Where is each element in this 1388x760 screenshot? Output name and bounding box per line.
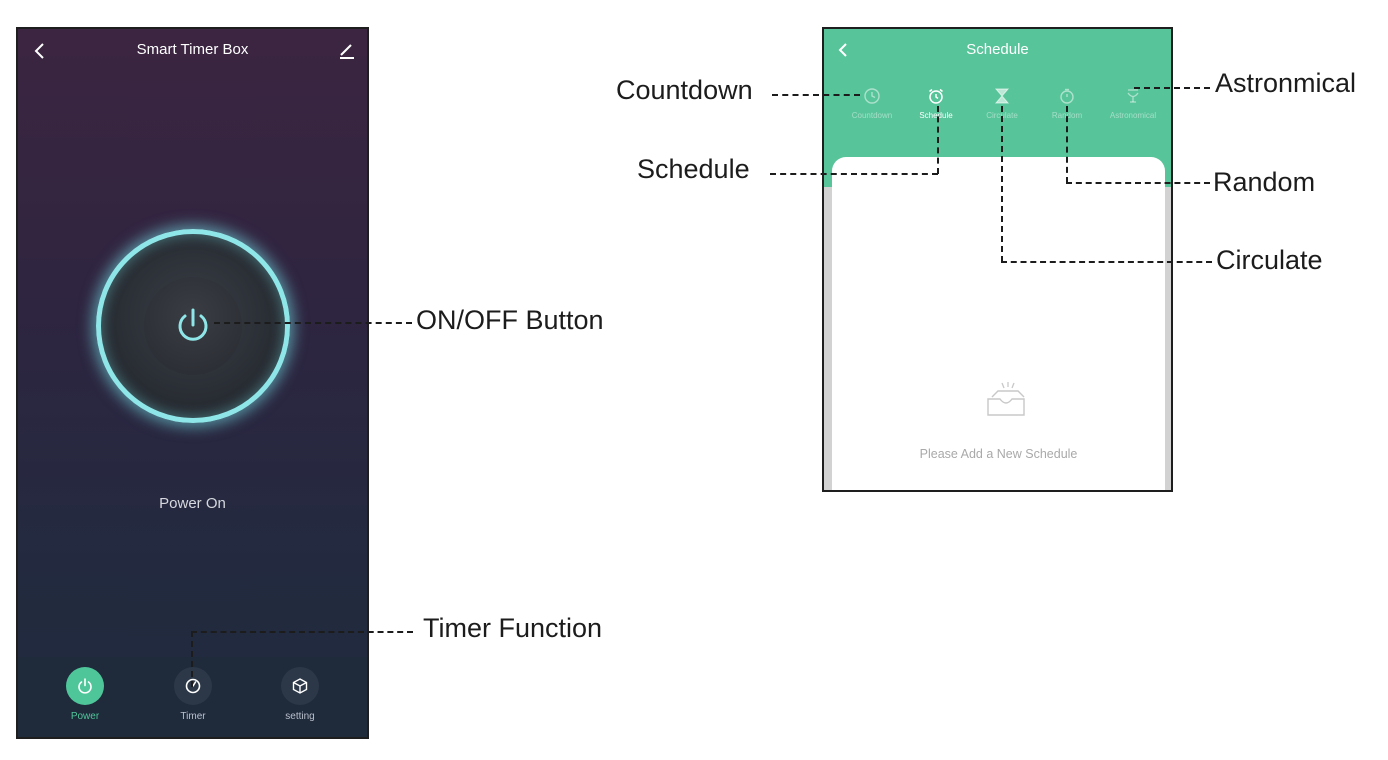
timer-leader-line-vertical bbox=[191, 631, 193, 687]
side-shadow-left bbox=[824, 187, 832, 490]
tab-label: setting bbox=[285, 711, 315, 722]
mode-countdown[interactable]: Countdown bbox=[839, 85, 905, 120]
countdown-leader-line bbox=[772, 94, 860, 96]
page-title: Smart Timer Box bbox=[136, 41, 249, 58]
timer-function-annotation: Timer Function bbox=[423, 613, 603, 643]
tab-power[interactable]: Power bbox=[50, 667, 120, 733]
random-annotation: Random bbox=[1213, 167, 1316, 197]
on-off-leader-line bbox=[214, 322, 412, 324]
timer-icon bbox=[185, 678, 201, 694]
stopwatch-icon bbox=[1060, 88, 1074, 104]
countdown-annotation: Countdown bbox=[616, 75, 753, 105]
tab-setting[interactable]: setting bbox=[265, 667, 335, 733]
smart-timer-box-screen: Smart Timer Box Power On Power bbox=[16, 27, 369, 739]
power-status-text: Power On bbox=[159, 495, 226, 512]
back-icon[interactable] bbox=[28, 39, 52, 63]
schedule-screen: Schedule Countdown Schedule Circulate bbox=[822, 27, 1173, 492]
edit-icon[interactable] bbox=[335, 39, 359, 63]
back-icon[interactable] bbox=[832, 39, 854, 61]
astronmical-leader-line bbox=[1134, 87, 1210, 89]
schedule-leader-line bbox=[770, 173, 938, 175]
schedule-annotation: Schedule bbox=[637, 154, 750, 184]
mode-schedule[interactable]: Schedule bbox=[903, 85, 969, 120]
on-off-button[interactable] bbox=[144, 277, 242, 375]
page-title: Schedule bbox=[966, 41, 1029, 58]
schedule-list-card: Please Add a New Schedule bbox=[832, 157, 1165, 490]
tab-label: Power bbox=[70, 711, 100, 722]
mode-label: Schedule bbox=[919, 111, 953, 120]
cube-icon bbox=[292, 678, 308, 694]
tab-timer[interactable]: Timer bbox=[158, 667, 228, 733]
circulate-annotation: Circulate bbox=[1216, 245, 1323, 275]
empty-state-message: Please Add a New Schedule bbox=[919, 447, 1078, 461]
random-leader-line bbox=[1066, 182, 1210, 184]
astronmical-annotation: Astronmical bbox=[1215, 68, 1357, 98]
timer-leader-line bbox=[191, 631, 413, 633]
mode-label: Countdown bbox=[851, 111, 893, 120]
empty-tray-icon bbox=[987, 382, 1025, 416]
mode-label: Astronomical bbox=[1109, 111, 1157, 120]
power-button-ring bbox=[96, 229, 290, 423]
on-off-button-annotation: ON/OFF Button bbox=[416, 305, 604, 335]
power-icon bbox=[178, 308, 208, 341]
circulate-leader-line-vertical bbox=[1001, 106, 1003, 262]
circulate-leader-line bbox=[1001, 261, 1212, 263]
random-leader-line-vertical bbox=[1066, 106, 1068, 183]
top-bar: Smart Timer Box bbox=[18, 29, 367, 73]
side-shadow-right bbox=[1163, 187, 1171, 490]
astronomical-icon bbox=[1127, 89, 1139, 103]
alarm-clock-icon bbox=[929, 88, 943, 104]
clock-icon bbox=[864, 88, 880, 104]
tab-label: Timer bbox=[180, 711, 206, 722]
hourglass-icon bbox=[994, 88, 1010, 104]
power-icon bbox=[78, 678, 92, 694]
mode-astronomical[interactable]: Astronomical bbox=[1100, 85, 1166, 120]
schedule-leader-line-vertical bbox=[937, 106, 939, 174]
